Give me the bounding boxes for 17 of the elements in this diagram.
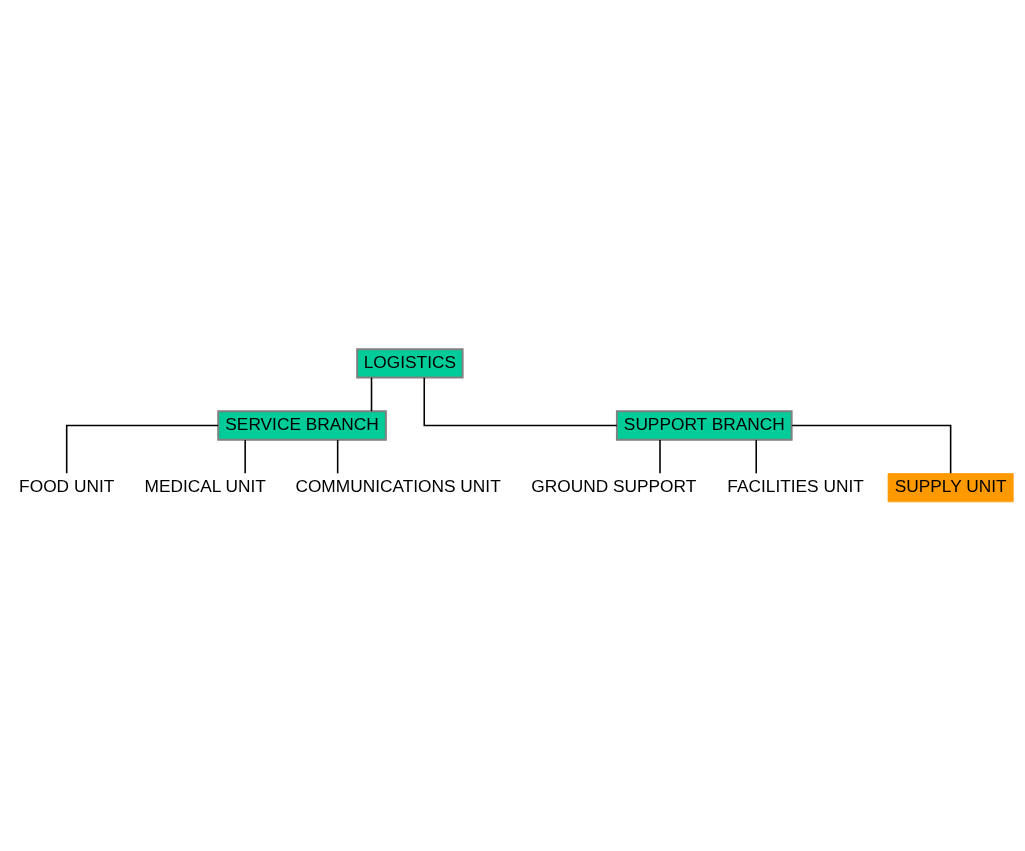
connector xyxy=(422,376,618,427)
node-box: SERVICE BRANCH xyxy=(216,410,387,441)
node-text: FOOD UNIT xyxy=(18,476,114,497)
connector xyxy=(243,439,246,475)
connector xyxy=(336,439,338,475)
node-text: COMMUNICATIONS UNIT xyxy=(294,476,501,497)
node-text: FACILITIES UNIT xyxy=(726,476,864,497)
connector xyxy=(658,439,661,475)
connector xyxy=(65,424,219,475)
connector xyxy=(754,439,757,475)
connector xyxy=(790,424,951,475)
node-text: MEDICAL UNIT xyxy=(144,476,266,497)
node-box: SUPPLY UNIT xyxy=(887,473,1014,503)
node-box: SUPPORT BRANCH xyxy=(615,410,793,441)
connector xyxy=(370,376,372,412)
node-box: LOGISTICS xyxy=(355,348,464,379)
node-text: GROUND SUPPORT xyxy=(530,476,696,497)
